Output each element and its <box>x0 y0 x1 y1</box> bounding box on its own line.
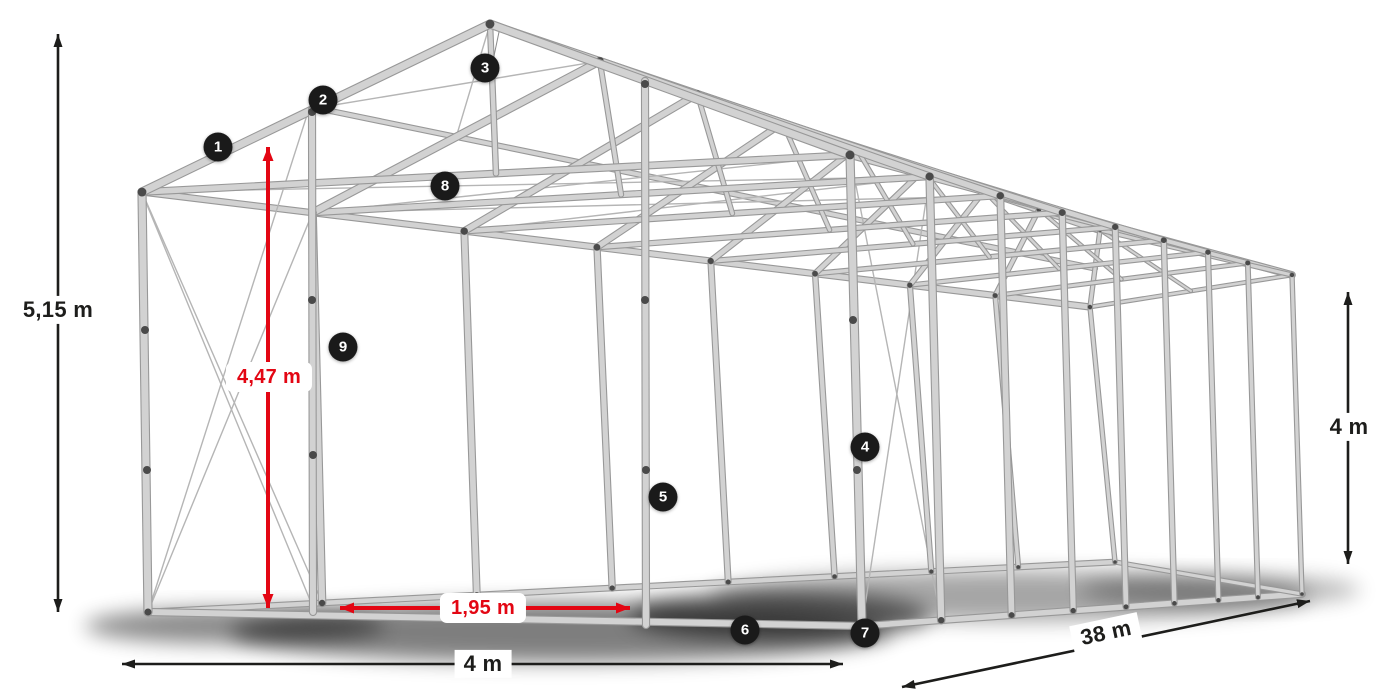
part-badge-9[interactable]: 9 <box>328 332 358 362</box>
side-height-label: 4 m <box>1320 412 1378 442</box>
width-label: 4 m <box>454 649 512 679</box>
part-badge-8[interactable]: 8 <box>430 171 460 201</box>
part-badge-6[interactable]: 6 <box>730 615 760 645</box>
entrance-height-label: 4,47 m <box>225 362 313 392</box>
entrance-width-label: 1,95 m <box>439 593 527 623</box>
total-height-label: 5,15 m <box>13 295 103 325</box>
part-badge-1[interactable]: 1 <box>203 132 233 162</box>
steel-frame-wireframe <box>137 19 1306 631</box>
part-badge-4[interactable]: 4 <box>850 432 880 462</box>
part-badge-3[interactable]: 3 <box>470 53 500 83</box>
part-badge-7[interactable]: 7 <box>850 618 880 648</box>
part-badge-2[interactable]: 2 <box>308 85 338 115</box>
part-badge-5[interactable]: 5 <box>648 482 678 512</box>
